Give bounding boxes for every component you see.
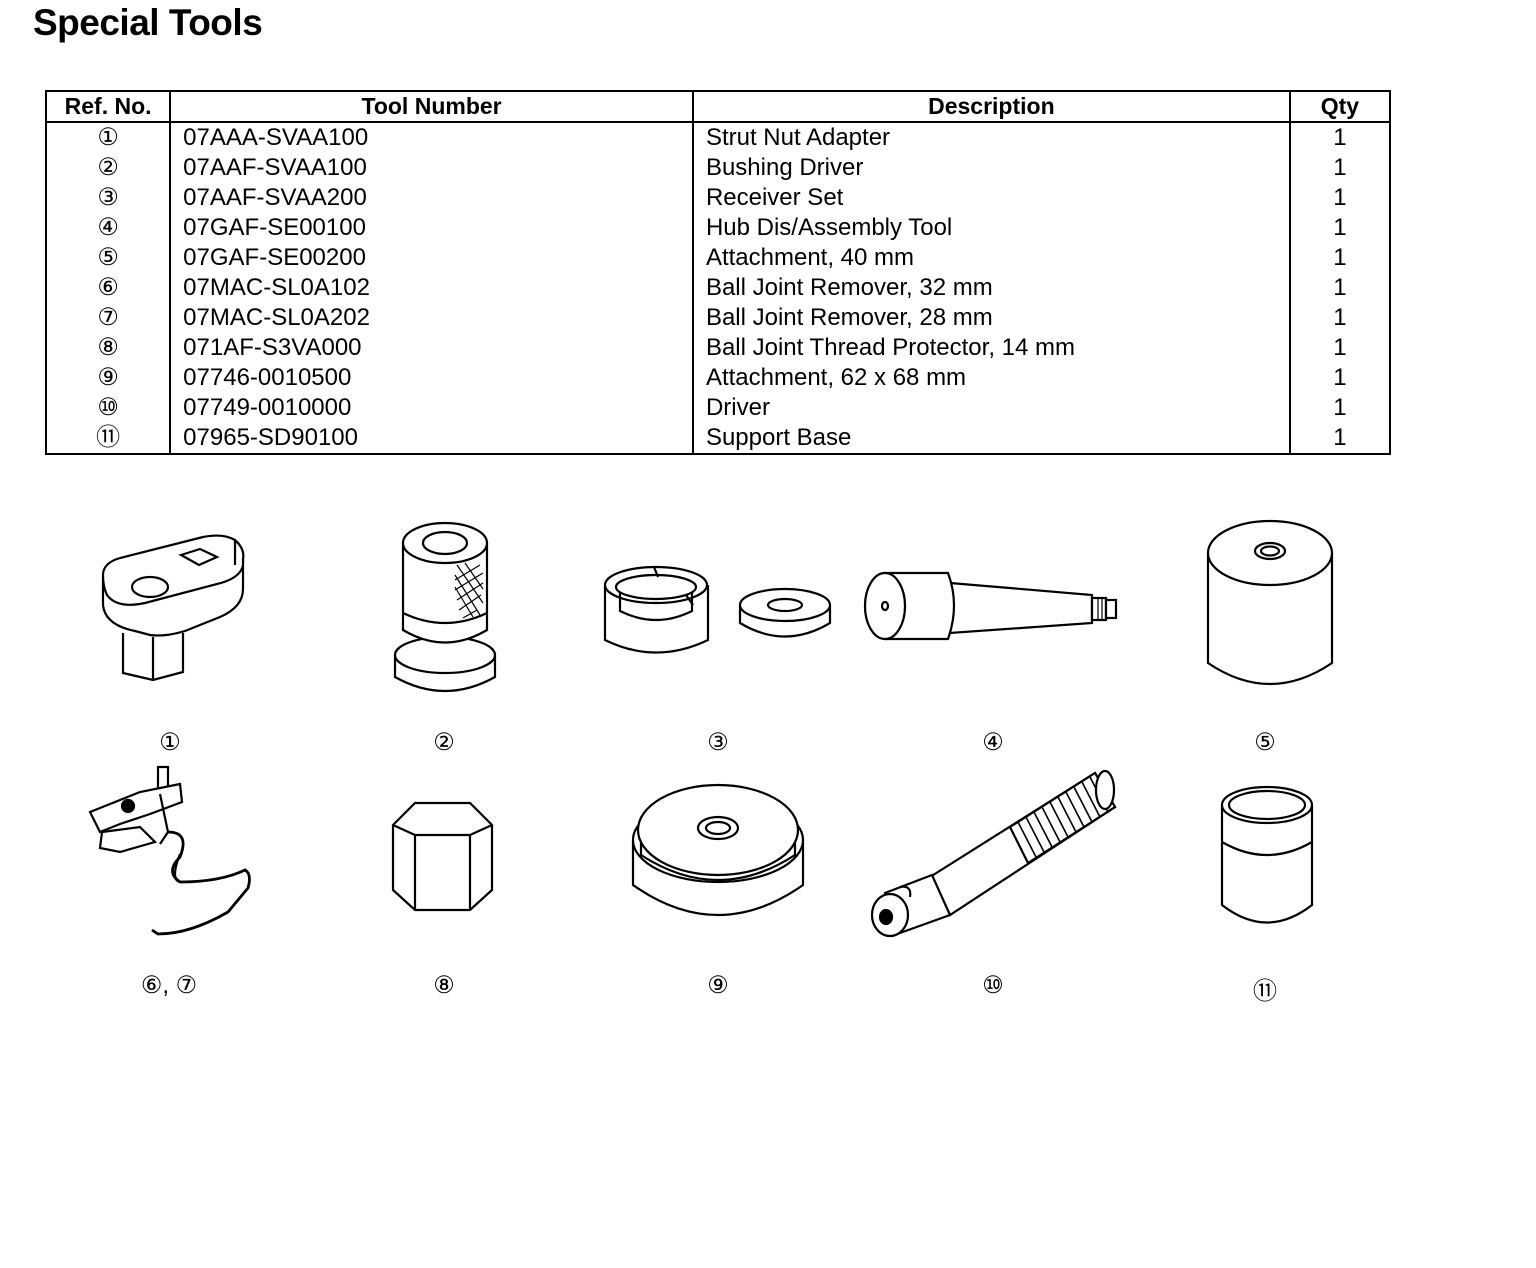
- page-title: Special Tools: [33, 2, 263, 43]
- tool-number-cell: 07AAF-SVAA200: [169, 183, 693, 213]
- qty-cell: 1: [1288, 122, 1390, 153]
- ref-no-cell: ⑪: [96, 424, 121, 451]
- tool-number-cell: 07749-0010000: [169, 393, 693, 423]
- tool-number-cell: 07MAC-SL0A102: [169, 273, 693, 303]
- figure-label-1: ①: [159, 729, 181, 756]
- figure-label-11: ⑪: [1253, 978, 1277, 1005]
- description-cell: Ball Joint Remover, 28 mm: [691, 303, 1290, 333]
- tool-number-cell: 07MAC-SL0A202: [169, 303, 693, 333]
- figure-label-2: ②: [433, 729, 455, 756]
- tool-number-cell: 07GAF-SE00100: [169, 213, 693, 243]
- qty-cell: 1: [1288, 243, 1390, 273]
- tool-number-cell: 07746-0010500: [169, 363, 693, 393]
- ref-no-cell: ③: [97, 184, 119, 211]
- figure-label-8: ⑧: [433, 972, 455, 999]
- strut-nut-adapter-illustration: [101, 534, 245, 682]
- header-description: Description: [691, 91, 1290, 123]
- qty-cell: 1: [1288, 363, 1390, 393]
- tool-number-cell: 071AF-S3VA000: [169, 333, 693, 363]
- header-ref-no: Ref. No.: [46, 91, 171, 123]
- description-cell: Receiver Set: [691, 183, 1290, 213]
- description-cell: Attachment, 40 mm: [691, 243, 1290, 273]
- ref-no-cell: ⑨: [97, 364, 119, 391]
- header-qty: Qty: [1288, 91, 1390, 123]
- attachment-40mm-illustration: [1206, 519, 1334, 686]
- description-cell: Ball Joint Remover, 32 mm: [691, 273, 1290, 303]
- figure-label-4: ④: [982, 729, 1004, 756]
- ref-no-cell: ⑧: [97, 334, 119, 361]
- description-cell: Driver: [691, 393, 1290, 423]
- figure-label-9: ⑨: [707, 972, 729, 999]
- ref-no-cell: ⑤: [97, 244, 119, 271]
- description-cell: Support Base: [691, 423, 1290, 454]
- ref-no-cell: ⑩: [97, 394, 119, 421]
- qty-cell: 1: [1288, 213, 1390, 243]
- tool-number-cell: 07AAA-SVAA100: [169, 122, 693, 153]
- description-cell: Strut Nut Adapter: [691, 122, 1290, 153]
- qty-cell: 1: [1288, 333, 1390, 363]
- figure-label-10: ⑩: [982, 972, 1004, 999]
- tool-number-cell: 07965-SD90100: [169, 423, 693, 454]
- ref-no-cell: ⑥: [97, 274, 119, 301]
- table-header-row: Ref. No. Tool Number Description Qty: [46, 91, 1390, 123]
- qty-cell: 1: [1288, 153, 1390, 183]
- tool-number-cell: 07AAF-SVAA100: [169, 153, 693, 183]
- support-base-illustration: [1220, 785, 1314, 924]
- header-tool-number: Tool Number: [169, 91, 693, 123]
- qty-cell: 1: [1288, 273, 1390, 303]
- receiver-set-illustration: [603, 565, 832, 654]
- ball-joint-remover-illustration: [88, 765, 251, 936]
- description-cell: Bushing Driver: [691, 153, 1290, 183]
- ref-no-cell: ①: [97, 124, 119, 151]
- thread-protector-illustration: [391, 801, 494, 912]
- tool-number-cell: 07GAF-SE00200: [169, 243, 693, 273]
- ref-no-cell: ⑦: [97, 304, 119, 331]
- driver-illustration: [870, 769, 1117, 938]
- bushing-driver-illustration: [393, 521, 497, 692]
- ref-no-cell: ②: [97, 154, 119, 181]
- qty-cell: 1: [1288, 423, 1390, 454]
- figure-label-3: ③: [707, 729, 729, 756]
- figure-label-5: ⑤: [1254, 729, 1276, 756]
- qty-cell: 1: [1288, 183, 1390, 213]
- qty-cell: 1: [1288, 303, 1390, 333]
- special-tools-table: Ref. No. Tool Number Description Qty ① 07…: [45, 90, 1391, 455]
- qty-cell: 1: [1288, 393, 1390, 423]
- description-cell: Attachment, 62 x 68 mm: [691, 363, 1290, 393]
- ref-no-cell: ④: [97, 214, 119, 241]
- description-cell: Hub Dis/Assembly Tool: [691, 213, 1290, 243]
- description-cell: Ball Joint Thread Protector, 14 mm: [691, 333, 1290, 363]
- attachment-62x68mm-illustration: [631, 783, 805, 917]
- figure-label-6-7: ⑥, ⑦: [140, 972, 198, 999]
- hub-tool-illustration: [863, 571, 1118, 641]
